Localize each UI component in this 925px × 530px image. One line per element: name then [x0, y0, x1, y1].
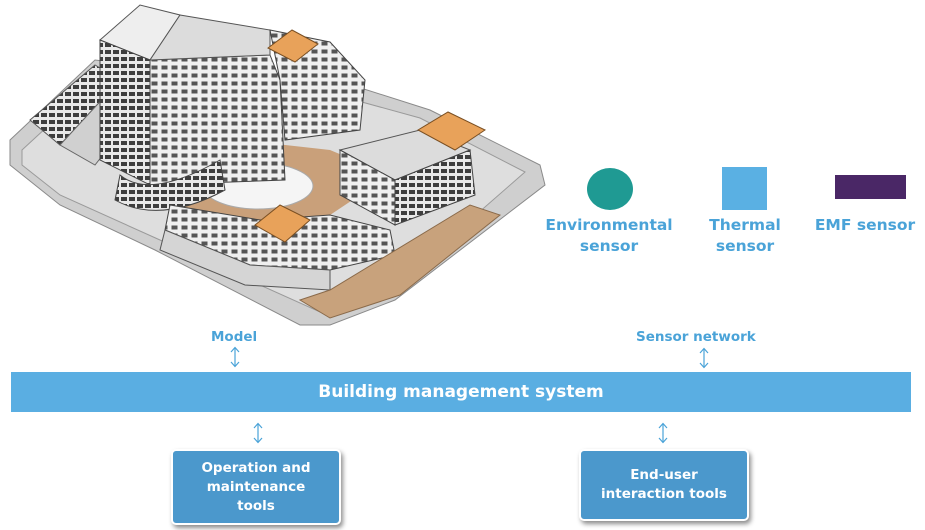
building-model-icon	[9, 4, 546, 326]
sensor-network-label: Sensor network	[636, 329, 756, 345]
double-vertical-arrow-icon	[253, 422, 263, 444]
thermal-sensor-label: Thermal sensor	[709, 216, 781, 255]
environmental-sensor-label: Environmental sensor	[545, 216, 673, 255]
operation-maintenance-tools-label: Operation and maintenance tools	[201, 459, 311, 514]
double-vertical-arrow-icon	[699, 347, 709, 369]
operation-maintenance-tools-box: Operation and maintenance tools	[171, 449, 341, 525]
bms-label: Building management system	[318, 382, 604, 402]
end-user-interaction-tools-box: End-user interaction tools	[579, 449, 749, 521]
model-label: Model	[211, 329, 258, 345]
end-user-interaction-tools-label: End-user interaction tools	[601, 467, 727, 502]
emf-sensor-icon	[835, 175, 906, 199]
double-vertical-arrow-icon	[230, 346, 240, 368]
building-management-system-bar: Building management system	[11, 372, 911, 412]
double-vertical-arrow-icon	[658, 422, 668, 444]
environmental-sensor-icon	[587, 168, 633, 210]
emf-sensor-label: EMF sensor	[814, 216, 916, 234]
thermal-sensor-icon	[722, 167, 767, 210]
